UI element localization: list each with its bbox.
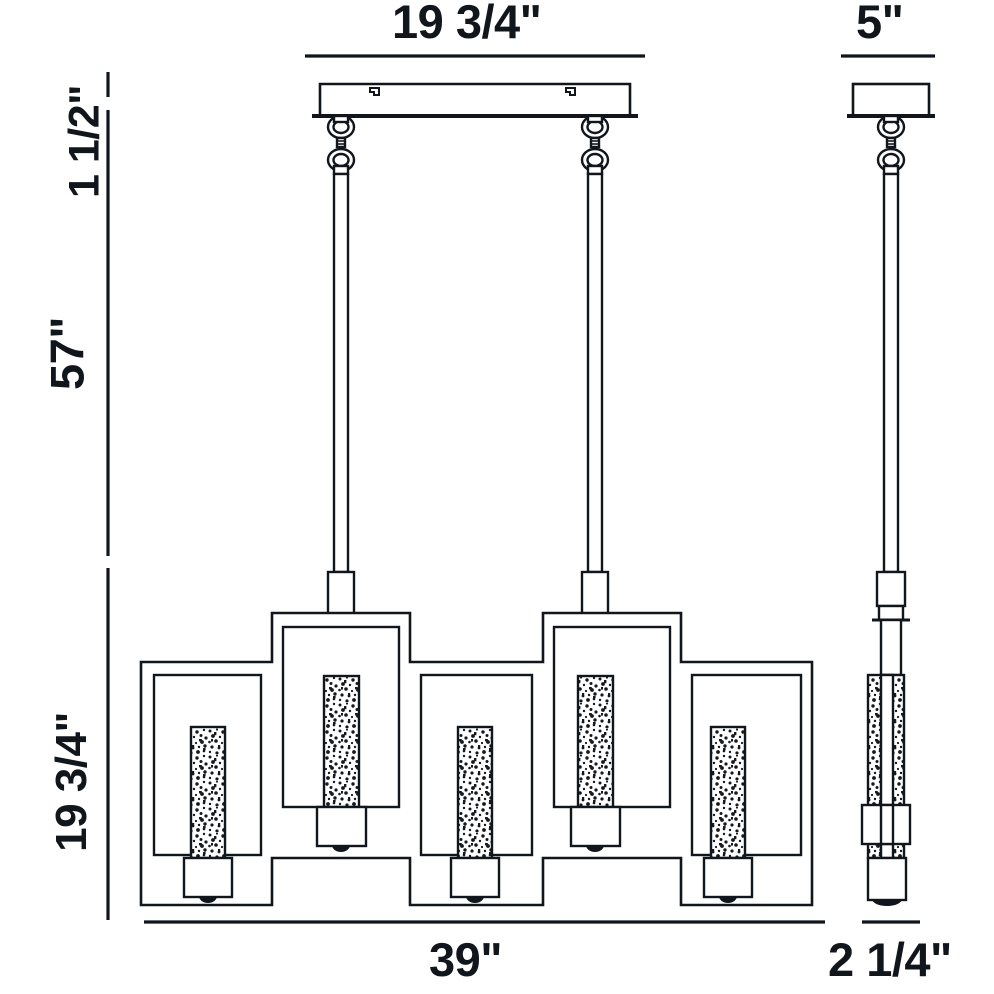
dim-label-body-height: 19 3/4" — [47, 712, 96, 852]
light-2 — [315, 674, 368, 852]
light-5 — [702, 725, 754, 903]
light-1 — [182, 725, 234, 903]
light-3 — [449, 725, 501, 903]
dimension-lines — [144, 54, 935, 924]
dim-label-canopy-height: 1 1/2" — [60, 84, 109, 199]
hanger-left — [326, 114, 356, 620]
side-view — [847, 82, 935, 906]
dim-label-side-depth: 2 1/4" — [828, 933, 952, 986]
dim-label-side-width: 5" — [856, 0, 904, 48]
canopy-front — [312, 82, 638, 118]
dim-label-overall-width: 39" — [429, 933, 503, 986]
dim-label-top-width: 19 3/4" — [392, 0, 542, 48]
hanger-right — [580, 114, 610, 620]
light-4 — [569, 674, 622, 852]
inner-frame-5 — [690, 673, 803, 857]
dim-label-drop-height: 57" — [40, 316, 94, 391]
